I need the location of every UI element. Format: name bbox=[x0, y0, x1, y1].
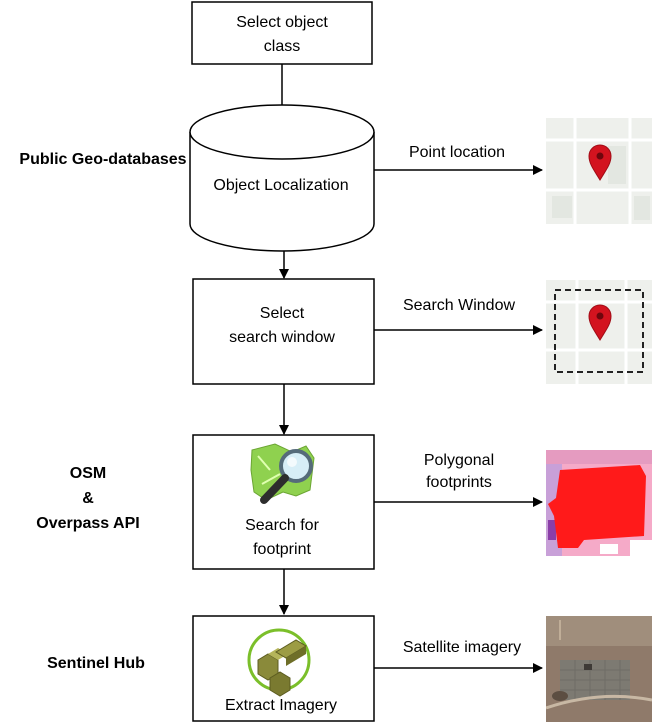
select-class-line2: class bbox=[264, 38, 300, 55]
footprint-line2: footprint bbox=[253, 541, 311, 558]
footprint-line1: Search for bbox=[245, 517, 319, 534]
select-class-line1: Select object bbox=[236, 14, 328, 31]
polygonal-footprints-thumbnail bbox=[546, 450, 652, 556]
sentinel-hub-icon bbox=[247, 628, 311, 697]
search-window-line1: Select bbox=[260, 305, 305, 322]
satellite-imagery-thumbnail bbox=[546, 616, 652, 722]
map-pin-icon bbox=[588, 304, 612, 341]
step-object-localization-database: Object Localization bbox=[189, 104, 375, 252]
step-select-object-class: Select object class bbox=[191, 1, 373, 65]
polygonal-label-line1: Polygonal bbox=[424, 452, 494, 469]
label-public-geo-databases: Public Geo-databases bbox=[19, 151, 186, 168]
map-point-thumbnail bbox=[546, 118, 652, 224]
label-overpass-api: Overpass API bbox=[36, 515, 139, 532]
object-localization-label: Object Localization bbox=[213, 177, 348, 194]
map-search-window-thumbnail bbox=[546, 280, 652, 384]
search-window-output-label: Search Window bbox=[403, 297, 515, 314]
label-ampersand: & bbox=[82, 490, 94, 507]
extract-imagery-label: Extract Imagery bbox=[225, 697, 337, 714]
map-pin-icon bbox=[588, 144, 612, 181]
polygonal-label-line2: footprints bbox=[426, 474, 492, 491]
step-select-search-window: Select search window bbox=[192, 278, 375, 385]
search-window-line2: search window bbox=[229, 329, 335, 346]
step-search-footprint: Search for footprint bbox=[192, 434, 375, 570]
step-extract-imagery: Extract Imagery bbox=[192, 615, 375, 722]
point-location-label: Point location bbox=[409, 144, 505, 161]
label-sentinel-hub: Sentinel Hub bbox=[47, 655, 145, 672]
satellite-imagery-label: Satellite imagery bbox=[403, 639, 521, 656]
label-osm: OSM bbox=[70, 465, 106, 482]
osm-magnifier-icon bbox=[250, 443, 315, 504]
